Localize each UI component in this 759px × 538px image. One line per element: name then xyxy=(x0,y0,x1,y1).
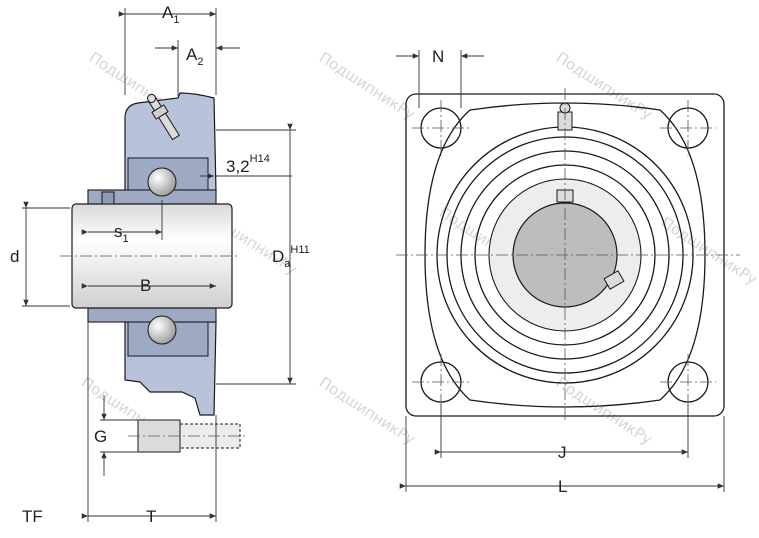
ball-lower xyxy=(147,315,177,345)
label-s1: s1 xyxy=(114,222,129,245)
front-view xyxy=(396,88,740,420)
label-d: d xyxy=(10,247,19,266)
label-TF: TF xyxy=(22,507,43,526)
label-N: N xyxy=(432,47,444,66)
label-B: B xyxy=(140,276,151,295)
label-G: G xyxy=(94,427,107,446)
label-L: L xyxy=(558,477,567,496)
label-3-2: 3,2H14 xyxy=(226,153,270,176)
label-Da: DaH11 xyxy=(272,244,310,270)
front-dimensions xyxy=(396,50,725,492)
front-labels: N J L xyxy=(432,47,567,496)
label-A1: A1 xyxy=(162,3,179,26)
set-screw xyxy=(101,191,115,205)
watermark-text: ПодшипникРу xyxy=(316,48,419,123)
side-dimensions xyxy=(22,8,296,522)
set-screw-front-side xyxy=(603,270,625,290)
watermark-text: ПодшипникРу xyxy=(316,373,419,448)
grease-nipple-front xyxy=(557,111,573,131)
watermark-text: ПодшипникРу xyxy=(553,373,656,448)
label-A2: A2 xyxy=(186,45,203,68)
ball-upper xyxy=(147,167,177,197)
watermark-text: ПодшипникРу xyxy=(658,213,759,288)
label-J: J xyxy=(558,443,567,462)
label-T: T xyxy=(146,507,156,526)
side-section-view xyxy=(60,92,248,453)
side-labels: A1 A2 3,2H14 d s1 DaH11 B G T TF xyxy=(10,3,310,526)
grease-nipple xyxy=(147,93,180,141)
